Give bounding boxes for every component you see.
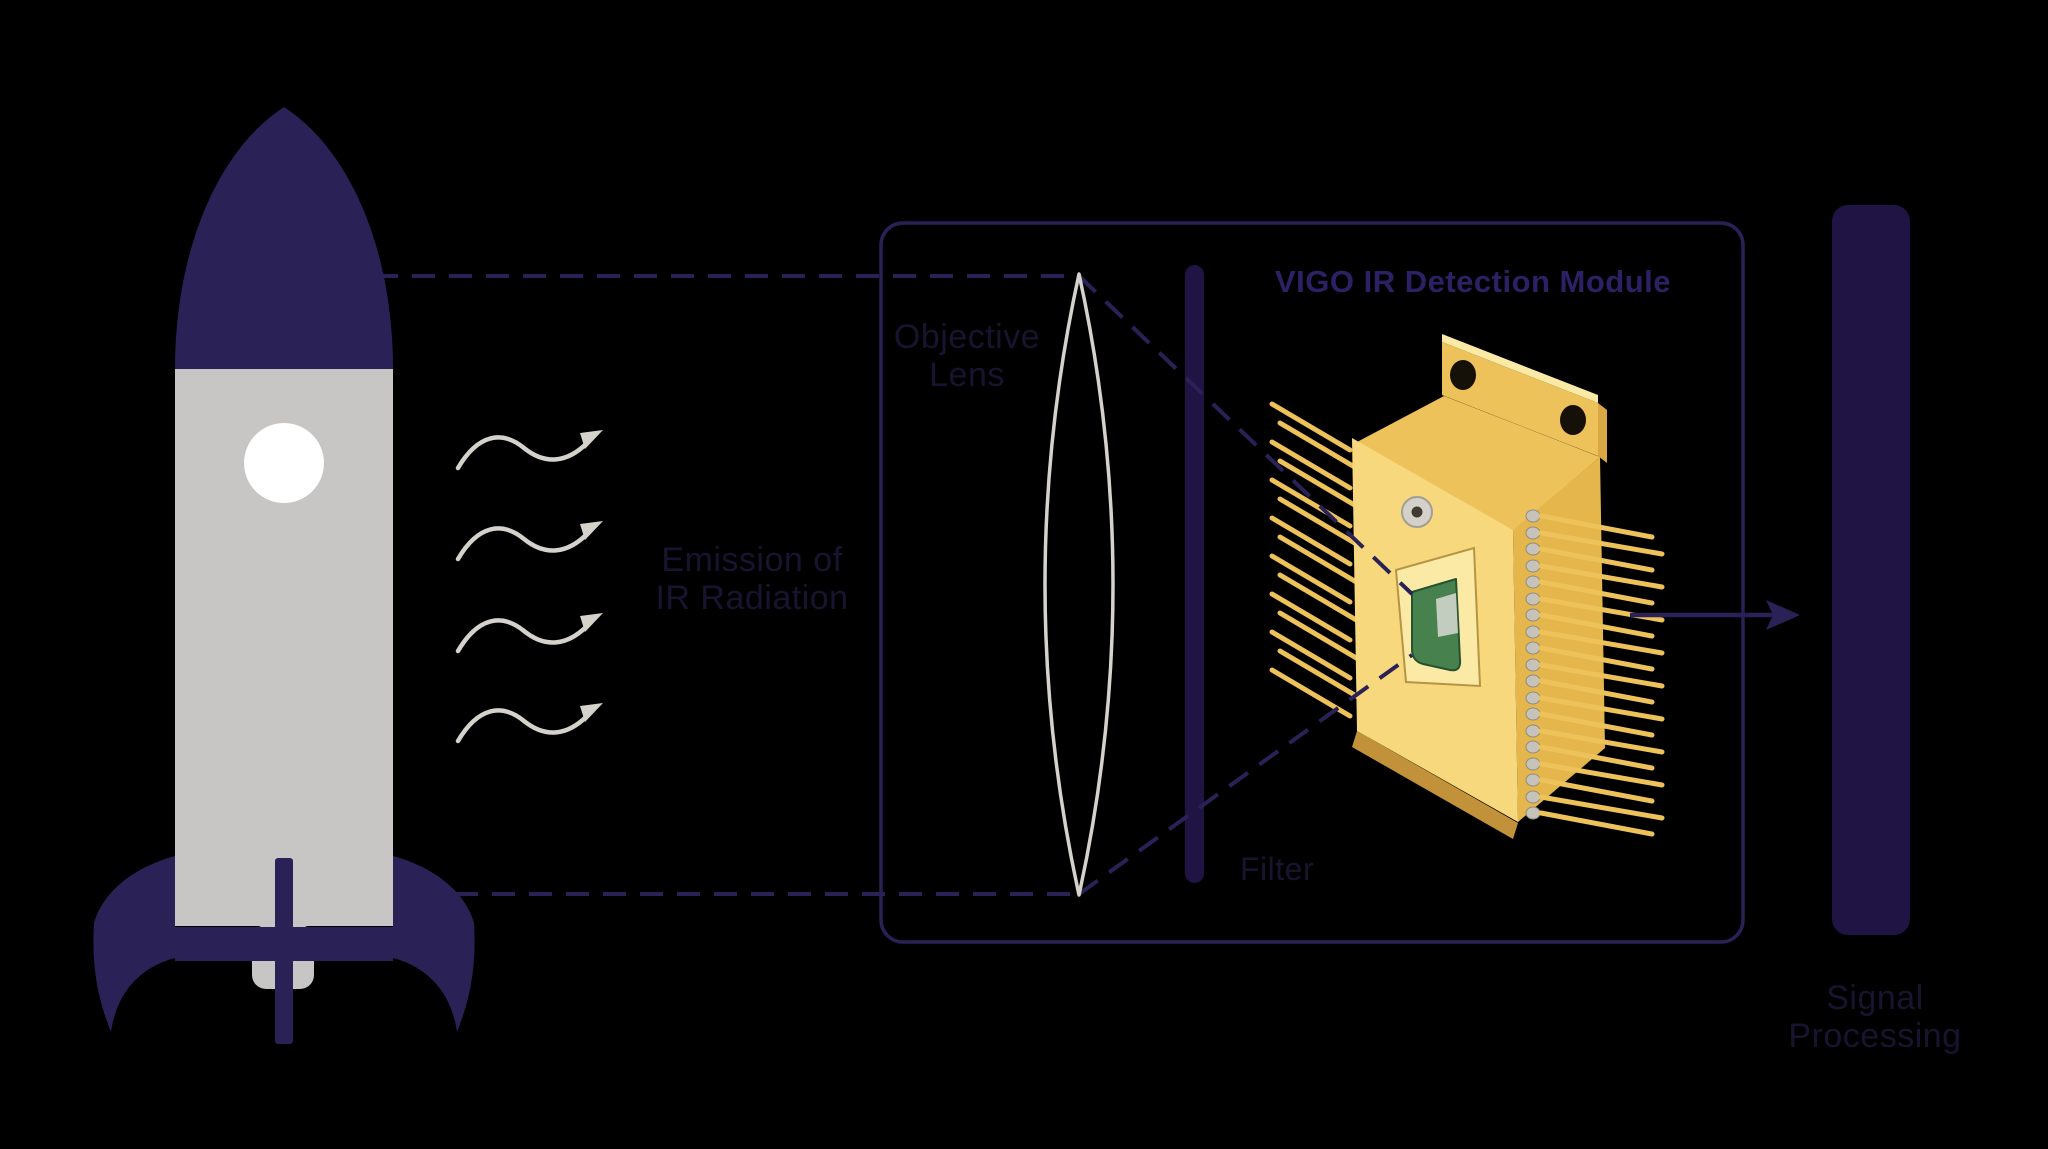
ir-ray-dashed-lines bbox=[375, 274, 1414, 896]
rocket-fin-left bbox=[93, 856, 175, 1032]
optics-box-outline bbox=[879, 221, 1745, 944]
rocket-tail-rod bbox=[275, 858, 293, 1044]
signal-processing-label-line2: Processing bbox=[1788, 1017, 1962, 1055]
signal-processing-bar bbox=[1832, 205, 1910, 935]
objective-lens-label: Objective Lens bbox=[894, 318, 1040, 394]
flange-hole-left bbox=[1450, 360, 1476, 390]
ray-top-converging bbox=[1077, 274, 1414, 596]
filter-label: Filter bbox=[1240, 851, 1315, 887]
detector-window bbox=[1394, 546, 1482, 688]
signal-processing-label-line1: Signal bbox=[1826, 979, 1924, 1017]
module-top-face bbox=[1357, 396, 1600, 531]
filter-bar bbox=[1185, 265, 1204, 883]
rocket-fin-right bbox=[393, 856, 475, 1032]
objective-lens-shape bbox=[1043, 272, 1115, 897]
rocket-icon bbox=[93, 107, 475, 1044]
emission-label: Emission of IR Radiation bbox=[655, 541, 848, 617]
rocket-nose-cone bbox=[175, 107, 393, 369]
objective-lens-label-line1: Objective bbox=[893, 318, 1041, 356]
rocket-window bbox=[244, 423, 324, 503]
ir-waves-icon bbox=[458, 430, 603, 741]
flange-hole-right bbox=[1560, 405, 1586, 435]
ir-detection-module-illustration bbox=[1269, 334, 1665, 839]
module-mounting-flange bbox=[1442, 334, 1607, 463]
emission-label-line1: Emission of bbox=[661, 541, 843, 579]
ray-bottom-converging bbox=[1077, 653, 1414, 896]
module-bottom-face bbox=[1352, 731, 1518, 839]
emission-label-line2: IR Radiation bbox=[655, 579, 849, 617]
signal-output-arrow bbox=[1630, 600, 1800, 630]
signal-processing-label: Signal Processing bbox=[1788, 979, 1961, 1055]
module-title: VIGO IR Detection Module bbox=[1274, 264, 1672, 299]
module-screw bbox=[1401, 496, 1433, 528]
objective-lens-label-line2: Lens bbox=[929, 356, 1005, 394]
module-left-pins bbox=[1269, 401, 1361, 719]
module-right-pins bbox=[1538, 513, 1665, 837]
